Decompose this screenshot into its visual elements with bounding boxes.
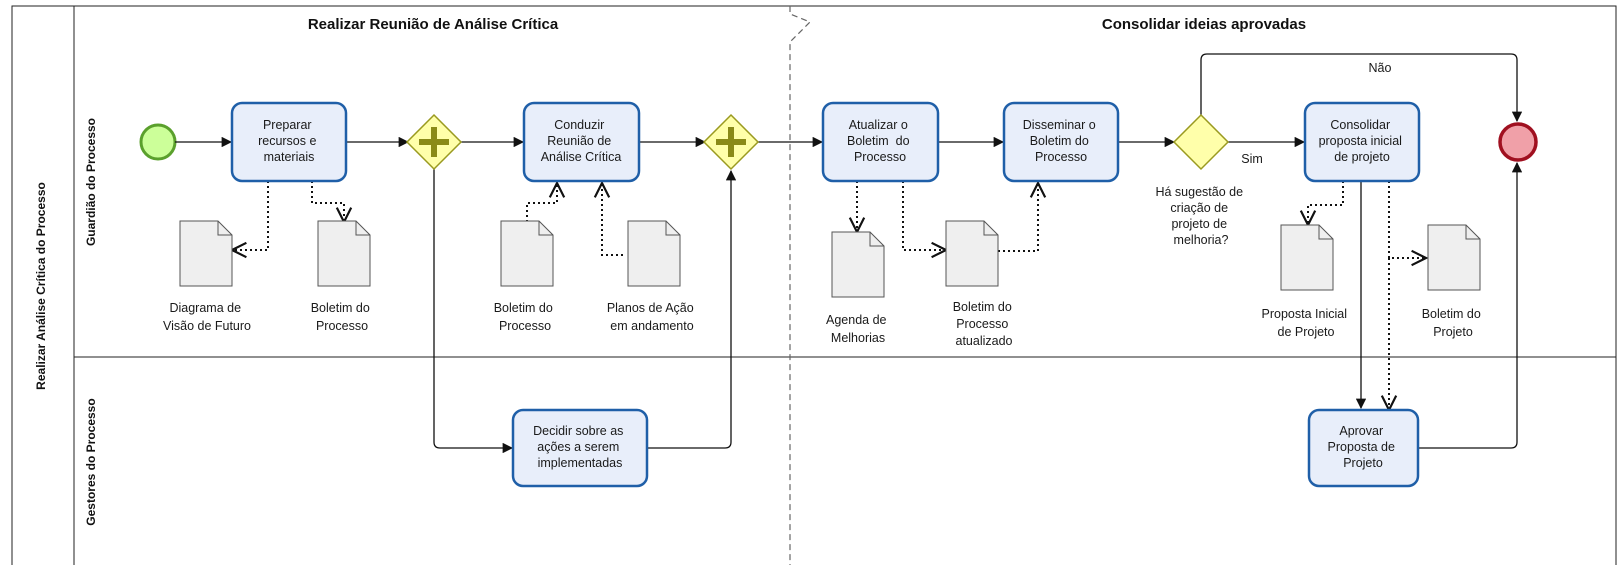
task-disseminar-boletim[interactable]: Disseminar o Boletim do Processo (1002, 101, 1120, 183)
lane-title-guardiao: Guardião do Processo (84, 118, 98, 246)
task-preparar-recursos[interactable]: Preparar recursos e materiais (230, 101, 348, 183)
gateway-yes-label: Sim (1241, 152, 1263, 166)
svg-text:Decidir sobre as ações a: Decidir sobre as ações a serem implement… (533, 424, 627, 470)
svg-text:Boletim do Projeto: Boletim do Projeto (1422, 307, 1485, 339)
parallel-gateway-join[interactable] (702, 113, 760, 171)
task-aprovar-proposta[interactable]: Aprovar Proposta de Projeto (1307, 408, 1420, 488)
task-atualizar-boletim[interactable]: Atualizar o Boletim do Processo (821, 101, 940, 183)
svg-text:Consolidar proposta inic: Consolidar proposta inicial de projeto (1319, 118, 1406, 164)
data-object-boletim-processo-1[interactable]: Boletim do Processo (311, 220, 374, 333)
svg-text:Boletim do Processo: Boletim do Processo (494, 301, 557, 333)
svg-text:Planos de Ação em andame: Planos de Ação em andamento (607, 301, 697, 333)
svg-text:Boletim do Processo: Boletim do Processo (311, 301, 374, 333)
data-object-planos-acao[interactable]: Planos de Ação em andamento (607, 220, 697, 333)
svg-text:Proposta Inicial de Proj: Proposta Inicial de Projeto (1262, 307, 1351, 339)
data-object-diagrama[interactable]: Diagrama de Visão de Futuro (163, 220, 251, 333)
data-object-boletim-atualizado[interactable]: Boletim do Processo atualizado (945, 220, 1016, 348)
phase-separator (789, 6, 812, 565)
svg-text:Diagrama de Visão de Fut: Diagrama de Visão de Futuro (163, 301, 251, 333)
task-conduzir-reuniao[interactable]: Conduzir Reunião de Análise Crítica (522, 101, 641, 183)
task-decidir-acoes[interactable]: Decidir sobre as ações a serem implement… (511, 408, 649, 488)
data-object-boletim-projeto[interactable]: Boletim do Projeto (1422, 224, 1485, 339)
svg-text:Disseminar o Boletim do: Disseminar o Boletim do Processo (1023, 118, 1099, 164)
svg-text:Aprovar Proposta de: Aprovar Proposta de Projeto (1328, 424, 1399, 470)
task-consolidar-proposta[interactable]: Consolidar proposta inicial de projeto (1303, 101, 1421, 183)
sequence-flows (175, 53, 1523, 454)
lane-title-gestores: Gestores do Processo (84, 398, 98, 525)
svg-text:Atualizar o Boletim do: Atualizar o Boletim do Processo (847, 118, 913, 164)
end-event[interactable] (1498, 122, 1538, 162)
gateway-no-label: Não (1369, 61, 1392, 75)
parallel-gateway-split[interactable] (405, 113, 463, 171)
svg-text:Agenda de Melhorias: Agenda de Melhorias (826, 313, 890, 345)
svg-text:Boletim do Processo: Boletim do Processo atualizado (953, 300, 1016, 348)
pool-title: Realizar Análise Crítica do Processo (34, 182, 48, 390)
data-associations (232, 181, 1426, 410)
phase-title-consolidar: Consolidar ideias aprovadas (1102, 16, 1306, 33)
data-object-agenda-melhorias[interactable]: Agenda de Melhorias (826, 231, 890, 345)
pool: Realizar Análise Crítica do Processo Gua… (11, 5, 1617, 565)
phase-title-reuniao: Realizar Reunião de Análise Crítica (308, 16, 559, 33)
svg-text:Preparar recursos e: Preparar recursos e materiais (258, 118, 320, 164)
start-event[interactable] (139, 123, 177, 161)
svg-text:Conduzir Reunião de: Conduzir Reunião de Análise Crítica (541, 118, 622, 164)
gateway-question: Há sugestão de criação de projeto de mel… (1155, 185, 1246, 247)
data-object-proposta-inicial[interactable]: Proposta Inicial de Projeto (1262, 224, 1351, 339)
exclusive-gateway[interactable] (1172, 113, 1230, 171)
data-object-boletim-processo-2[interactable]: Boletim do Processo (494, 220, 557, 333)
